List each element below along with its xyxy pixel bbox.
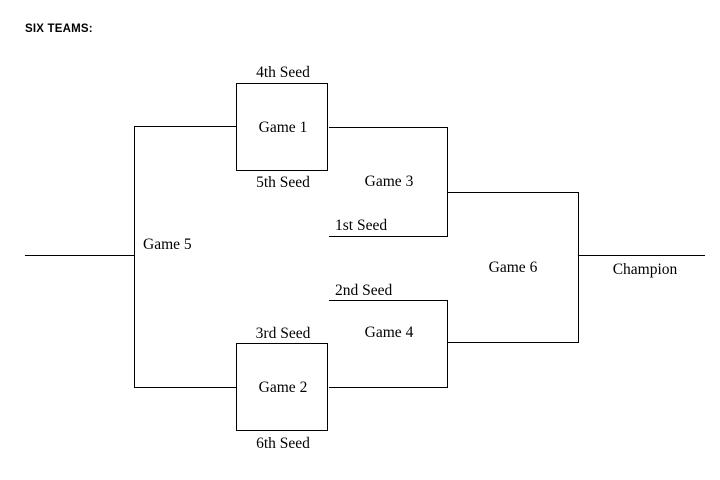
champion-stem — [578, 255, 705, 256]
game4-label: Game 4 — [364, 324, 414, 341]
game6-spine — [578, 192, 579, 343]
game5-bottom-arm — [134, 387, 237, 388]
game4-spine — [447, 300, 448, 388]
game6-bottom-arm — [447, 342, 579, 343]
game5-label: Game 5 — [143, 236, 192, 253]
game3-bottom-seed-label: 1st Seed — [335, 217, 388, 234]
game1-top-seed-label: 4th Seed — [256, 64, 310, 81]
game2-top-seed-label: 3rd Seed — [255, 325, 311, 342]
game4-bottom-arm — [329, 387, 448, 388]
game5-top-arm — [134, 126, 237, 127]
game3-top-arm — [329, 127, 448, 128]
game3-label: Game 3 — [364, 173, 414, 190]
game1-box — [236, 83, 328, 171]
game1-bottom-seed-label: 5th Seed — [256, 174, 310, 191]
game5-spine — [134, 126, 135, 388]
champion-label: Champion — [612, 261, 678, 278]
game4-top-arm — [329, 300, 448, 301]
game5-output-stem — [25, 255, 135, 256]
game6-top-arm — [447, 192, 579, 193]
game2-bottom-seed-label: 6th Seed — [256, 435, 310, 452]
game3-bottom-arm — [329, 236, 448, 237]
game1-label: Game 1 — [258, 119, 308, 136]
game4-top-seed-label: 2nd Seed — [335, 282, 393, 299]
game2-box — [236, 343, 328, 431]
game3-spine — [447, 127, 448, 237]
page-title: SIX TEAMS: — [25, 23, 93, 35]
game2-label: Game 2 — [258, 379, 308, 396]
game6-label: Game 6 — [488, 259, 538, 276]
